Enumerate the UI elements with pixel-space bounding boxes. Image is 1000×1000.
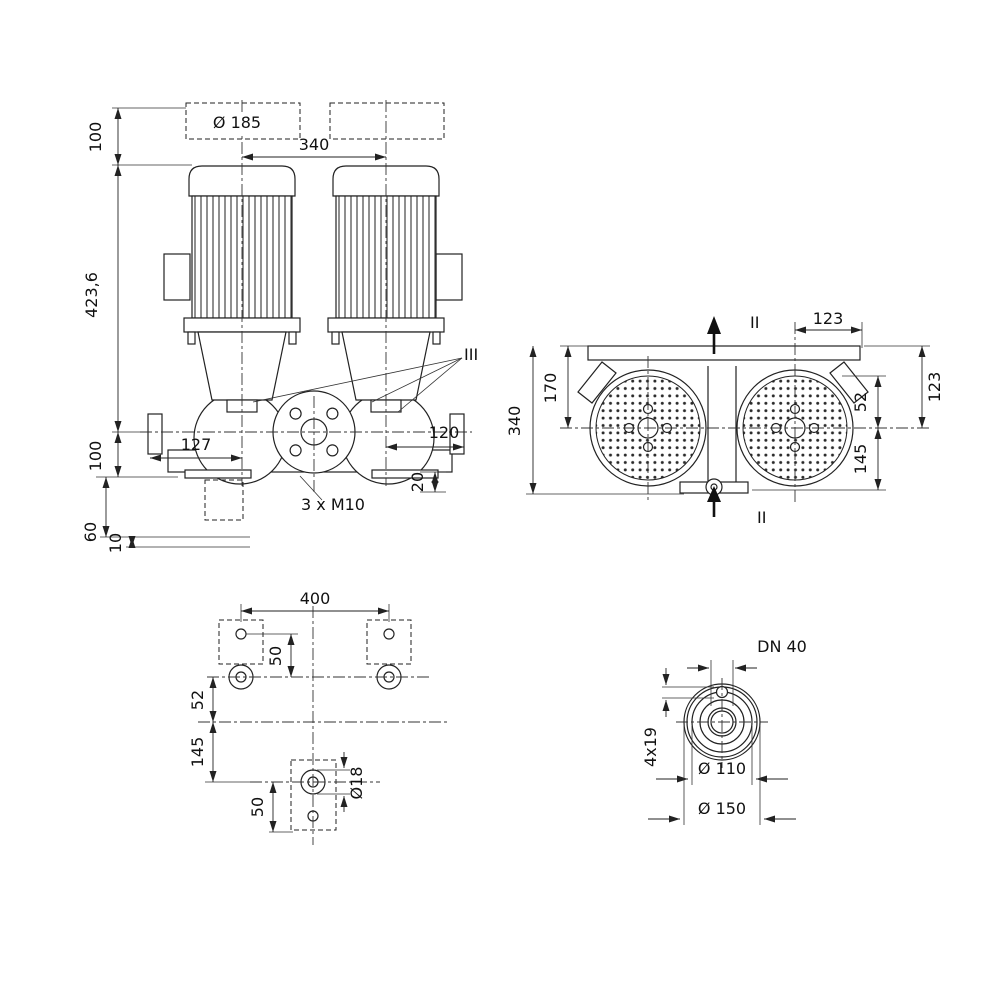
motor-lantern — [341, 331, 431, 401]
mounting-lug-right — [829, 361, 869, 404]
dim-outer-diameter: Ø 150 — [698, 799, 746, 818]
terminal-box-right — [435, 253, 463, 301]
dim-pad-height: 10 — [106, 533, 125, 553]
dim-top-clearance: 100 — [86, 122, 105, 153]
section-III-leader — [371, 357, 463, 403]
dim-motor-diameter: Ø 185 — [213, 113, 261, 132]
dim-port-height: 100 — [86, 441, 105, 472]
dim-bolt-span: 400 — [300, 589, 331, 608]
section-III-leader — [397, 357, 463, 413]
dim-motor-spacing: 340 — [299, 135, 330, 154]
dim-pad-offset-top: 50 — [266, 646, 285, 666]
dim-overall-height: 423,6 — [82, 272, 101, 318]
dim-flange-offset-right: 123 — [925, 372, 944, 403]
section-arrow-bottom — [707, 486, 721, 517]
bolt-spec-label: 3 x M10 — [301, 495, 365, 514]
dim-center-offset: 52 — [188, 690, 207, 710]
dim-foundation-depth: 60 — [81, 522, 100, 542]
suction-flange — [147, 413, 163, 455]
dim-pad-offset-bottom: 50 — [248, 797, 267, 817]
dim-bolt-circle: Ø 110 — [698, 759, 746, 778]
front-view: Ø 185 340 100 423,6 100 127 120 III 3 x … — [81, 100, 478, 553]
dim-left-port-offset: 127 — [181, 435, 212, 454]
terminal-box-left — [163, 253, 191, 301]
section-II-bottom-label: II — [757, 508, 766, 527]
mounting-lug-left — [577, 361, 617, 404]
foundation-pad — [204, 479, 244, 521]
motor-left — [163, 165, 301, 413]
foot-pad-left — [218, 619, 264, 665]
foot-pad-right — [366, 619, 412, 665]
section-III-label: III — [464, 345, 478, 364]
section-III-leader — [252, 357, 463, 403]
dim-plate-offset: 52 — [851, 392, 870, 412]
section-II-top-label: II — [750, 313, 759, 332]
flange-nominal-label: DN 40 — [757, 637, 807, 656]
dim-right-port-offset: 120 — [429, 423, 460, 442]
dim-hole-diameter: Ø18 — [347, 767, 366, 800]
dim-flange-offset-top: 123 — [813, 309, 844, 328]
dim-flange-holes: 4x19 — [641, 727, 660, 767]
motor-lantern — [197, 331, 287, 401]
dim-lower-offset: 145 — [188, 737, 207, 768]
dim-foot-slot: 20 — [408, 472, 427, 492]
flange-plate — [587, 345, 861, 361]
dim-lower-offset: 145 — [851, 444, 870, 475]
dim-overall-depth: 340 — [505, 406, 524, 437]
baseplate-view: 400 50 52 145 50 Ø18 — [188, 589, 447, 845]
flange-detail-view: DN 40 4x19 Ø 110 Ø 150 — [641, 637, 807, 825]
motor-clearance-box-right — [329, 102, 445, 140]
dim-port-depth: 170 — [541, 373, 560, 404]
bolt-leader — [299, 475, 323, 501]
top-view: II II 123 52 123 170 340 145 — [505, 309, 944, 527]
section-arrow-top — [707, 316, 721, 354]
motor-clearance-box-left — [185, 102, 301, 140]
pump-foot-right — [371, 469, 439, 479]
foot-pad-bottom — [290, 759, 337, 831]
pump-foot-left — [184, 469, 252, 479]
